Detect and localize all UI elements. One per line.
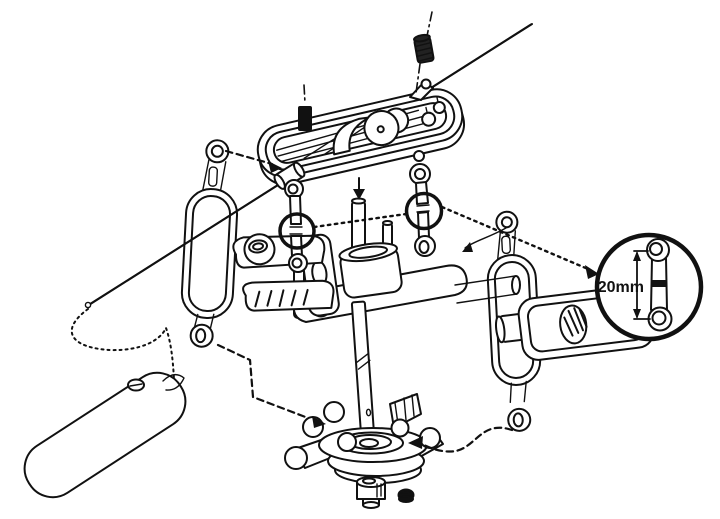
insert-arrowhead	[353, 189, 365, 200]
left-blade-grip	[232, 233, 340, 317]
lower-setscrew	[397, 488, 415, 503]
lower-collar	[356, 476, 386, 509]
linkage-rod-detail	[646, 238, 673, 332]
flybar-paddle	[23, 371, 187, 499]
highlight-circle-left	[278, 212, 316, 250]
assembly-leader-left-loop	[224, 149, 274, 166]
flybar-bushing	[273, 161, 306, 190]
left-control-loop	[180, 139, 239, 348]
control-ball	[421, 111, 437, 127]
flybar-mount	[409, 78, 434, 101]
swash-ball	[337, 432, 357, 452]
swash-ball	[323, 401, 345, 423]
grip-hatching	[563, 307, 588, 337]
arrowhead	[408, 436, 423, 449]
paddle-assembly-guide-dotted-line	[70, 308, 175, 381]
assembly-leader-left	[216, 343, 310, 420]
frame-internal-mixer	[276, 97, 446, 163]
grip-hatching	[254, 288, 309, 308]
callout-leader-dotted	[440, 205, 590, 271]
setscrew-top-left	[298, 84, 312, 131]
swash-ball	[390, 418, 410, 438]
arrowhead	[585, 265, 599, 279]
detail-callout: 20mm	[594, 232, 704, 342]
swash-ball	[419, 427, 441, 449]
right-mixing-link	[409, 150, 436, 257]
main-shaft	[350, 300, 375, 432]
swash-ball	[284, 446, 308, 470]
arrowhead	[462, 242, 473, 252]
highlight-circle-right	[404, 191, 444, 231]
dimension-label: 20mm	[598, 279, 644, 296]
arrowhead	[268, 161, 282, 173]
setscrew-top-right	[413, 11, 435, 94]
callout-leader-dotted	[312, 212, 408, 229]
arrowhead	[312, 416, 326, 428]
callout-circle	[594, 232, 704, 342]
control-ball	[432, 101, 446, 115]
dimension-indicator	[633, 250, 651, 320]
stabilizer-control-frame	[256, 88, 465, 186]
left-mixing-link	[284, 179, 308, 273]
